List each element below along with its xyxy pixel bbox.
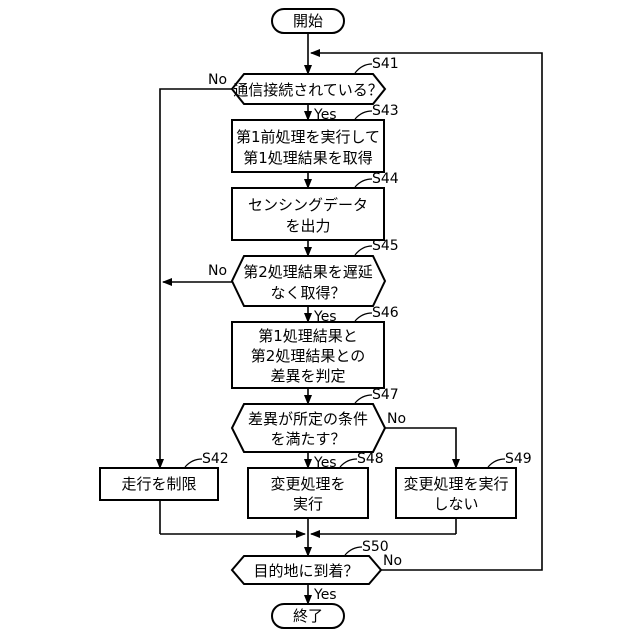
branch-s47-no: No (387, 411, 406, 427)
arrow-s47-no-s49 (385, 428, 456, 468)
process-s44: センシングデータ を出力 S44 (232, 171, 399, 240)
decision-s45: 第2処理結果を遅延 なく取得？ S45 No Yes (208, 238, 399, 325)
branch-s41-no: No (208, 72, 227, 88)
step-s49: S49 (505, 451, 532, 467)
start-terminal: 開始 (272, 9, 344, 33)
process-s49-line2: しない (433, 495, 478, 513)
leader-s50 (345, 547, 362, 555)
process-s49-line1: 変更処理を実行 (403, 475, 508, 493)
decision-s50: 目的地に到着？ S50 No Yes (232, 539, 402, 603)
step-s46: S46 (372, 305, 399, 321)
step-s44: S44 (372, 171, 399, 187)
leader-s46 (355, 313, 372, 321)
branch-s45-no: No (208, 263, 227, 279)
end-terminal: 終了 (272, 604, 344, 628)
process-s44-line2: を出力 (285, 217, 330, 235)
leader-s49 (488, 459, 505, 467)
leader-s48 (340, 459, 357, 467)
process-s46-line1: 第1処理結果と (258, 327, 358, 345)
process-s43-line2: 第1処理結果を取得 (243, 149, 373, 167)
process-s43-line1: 第1前処理を実行して (236, 128, 380, 146)
process-s48-line1: 変更処理を (270, 475, 345, 493)
decision-s50-text: 目的地に到着？ (253, 562, 358, 580)
decision-s45-line1: 第2処理結果を遅延 (243, 263, 373, 281)
branch-s50-no: No (383, 553, 402, 569)
step-s42: S42 (202, 451, 229, 467)
end-label: 終了 (293, 607, 323, 625)
leader-s45 (355, 246, 372, 255)
start-label: 開始 (293, 12, 323, 30)
process-s49: 変更処理を実行 しない S49 (396, 451, 532, 518)
step-s41: S41 (372, 56, 399, 72)
decision-s47-line1: 差異が所定の条件 (248, 410, 368, 428)
process-s46-line3: 差異を判定 (270, 367, 345, 385)
decision-s41: 通信接続されている？ S41 No Yes (208, 56, 399, 123)
decision-s41-text: 通信接続されている？ (233, 81, 383, 99)
leader-s47 (355, 395, 372, 403)
step-s45: S45 (372, 238, 399, 254)
decision-s47-line2: を満たす？ (270, 430, 345, 448)
decision-s45-line2: なく取得？ (270, 284, 345, 302)
leader-s42 (185, 459, 202, 467)
step-s48: S48 (357, 451, 384, 467)
process-s44-line1: センシングデータ (248, 196, 368, 214)
leader-s44 (355, 179, 372, 187)
step-s47: S47 (372, 387, 399, 403)
leader-s41 (355, 64, 372, 73)
leader-s43 (355, 111, 372, 119)
step-s43: S43 (372, 103, 399, 119)
process-s42-text: 走行を制限 (121, 475, 196, 493)
process-s42: 走行を制限 S42 (100, 451, 229, 500)
process-s46-line2: 第2処理結果との (251, 347, 365, 365)
process-s48-line2: 実行 (293, 495, 323, 513)
branch-s50-yes: Yes (313, 587, 337, 603)
